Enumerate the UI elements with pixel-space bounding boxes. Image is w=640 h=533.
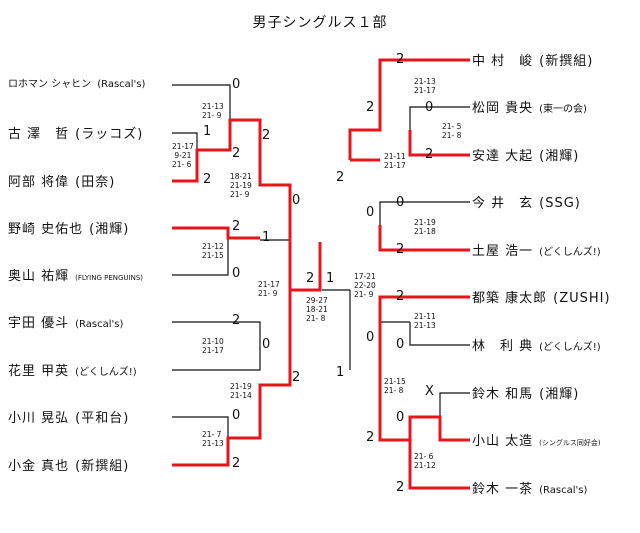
result-number: 0 bbox=[232, 408, 241, 423]
page-title: 男子シングルス１部 bbox=[252, 15, 388, 31]
left-player-row: 花里 甲英(どくしんズ!) bbox=[8, 364, 137, 379]
match-score: 21-13 21- 9 bbox=[202, 102, 224, 120]
result-number: 2 bbox=[232, 456, 241, 471]
match-score: 21-12 21-15 bbox=[202, 242, 224, 260]
result-number: 2 bbox=[396, 52, 405, 67]
result-number: 2 bbox=[336, 170, 345, 185]
result-number: 0 bbox=[232, 77, 241, 92]
left-player-row: 野崎 史佑也(湘輝) bbox=[8, 222, 130, 237]
result-number: 0 bbox=[366, 205, 375, 220]
match-score: 29-27 18-21 21- 8 bbox=[306, 296, 328, 323]
right-player-row: 鈴木 一茶(Rascal's) bbox=[472, 482, 588, 497]
result-number: 0 bbox=[262, 337, 271, 352]
result-number: 0 bbox=[396, 410, 405, 425]
result-number: 2 bbox=[396, 242, 405, 257]
right-player-row: 林 利 典(どくしんズ!) bbox=[472, 339, 601, 354]
right-player-row: 安達 大起(湘輝) bbox=[472, 149, 580, 164]
result-number: 2 bbox=[425, 147, 434, 162]
left-player-row: 小金 真也(新撰組) bbox=[8, 459, 130, 474]
match-score: 21-13 21-17 bbox=[414, 77, 436, 95]
result-number: 2 bbox=[262, 128, 271, 143]
left-player-row: ロホマン シャヒン(Rascal's) bbox=[8, 79, 146, 90]
result-number: 2 bbox=[232, 313, 241, 328]
match-score: 17-21 22-20 21- 9 bbox=[354, 272, 376, 299]
result-number: 2 bbox=[366, 100, 375, 115]
result-number: 2 bbox=[366, 430, 375, 445]
right-player-row: 今 井 玄(SSG) bbox=[472, 196, 581, 211]
result-number: 0 bbox=[366, 330, 375, 345]
right-player-row: 土屋 浩一(どくしんズ!) bbox=[472, 244, 601, 259]
result-number: 2 bbox=[232, 219, 241, 234]
result-number: 2 bbox=[203, 172, 212, 187]
right-player-row: 中 村 峻(新撰組) bbox=[472, 54, 594, 69]
result-number: 2 bbox=[306, 271, 315, 286]
result-number: 0 bbox=[292, 193, 301, 208]
result-number: X bbox=[425, 384, 434, 399]
result-number: 0 bbox=[396, 195, 405, 210]
match-score: 18-21 21-19 21- 9 bbox=[230, 172, 252, 199]
match-score: 21-11 21-17 bbox=[384, 152, 406, 170]
result-number: 1 bbox=[336, 365, 345, 380]
left-player-row: 宇田 優斗(Rascal's) bbox=[8, 316, 124, 331]
left-player-row: 小川 晃弘(平和台) bbox=[8, 411, 130, 426]
left-player-row: 阿部 将偉(田奈) bbox=[8, 175, 116, 190]
result-number: 2 bbox=[396, 289, 405, 304]
result-number: 2 bbox=[292, 370, 301, 385]
match-score: 21-15 21- 8 bbox=[384, 377, 406, 395]
result-number: 1 bbox=[326, 271, 335, 286]
result-number: 0 bbox=[425, 100, 434, 115]
result-number: 2 bbox=[232, 146, 241, 161]
match-score: 21-10 21-17 bbox=[202, 337, 224, 355]
right-player-row: 松岡 貴央(東一の会) bbox=[472, 101, 587, 116]
match-score: 21- 7 21-13 bbox=[202, 430, 224, 448]
match-score: 21-19 21-18 bbox=[414, 218, 436, 236]
result-number: 2 bbox=[396, 480, 405, 495]
match-score: 21-17 9-21 21- 6 bbox=[172, 142, 194, 169]
right-player-row: 小山 太造(シングルス同好会) bbox=[472, 434, 601, 449]
match-score: 21- 5 21- 8 bbox=[442, 122, 462, 140]
match-score: 21-19 21-14 bbox=[230, 382, 252, 400]
result-number: 1 bbox=[262, 230, 271, 245]
match-score: 21- 6 21-12 bbox=[414, 452, 436, 470]
match-score: 21-11 21-13 bbox=[414, 312, 436, 330]
result-number: 0 bbox=[232, 266, 241, 281]
match-score: 21-17 21- 9 bbox=[258, 280, 280, 298]
result-number: 1 bbox=[203, 124, 212, 139]
left-player-row: 奥山 祐輝(FLYING PENGUINS) bbox=[8, 269, 143, 284]
result-number: 0 bbox=[396, 337, 405, 352]
right-player-row: 鈴木 和馬(湘輝) bbox=[472, 387, 580, 402]
left-player-row: 古 澤 哲(ラッコズ) bbox=[8, 127, 144, 142]
right-player-row: 都築 康太郎(ZUSHI) bbox=[472, 291, 611, 306]
